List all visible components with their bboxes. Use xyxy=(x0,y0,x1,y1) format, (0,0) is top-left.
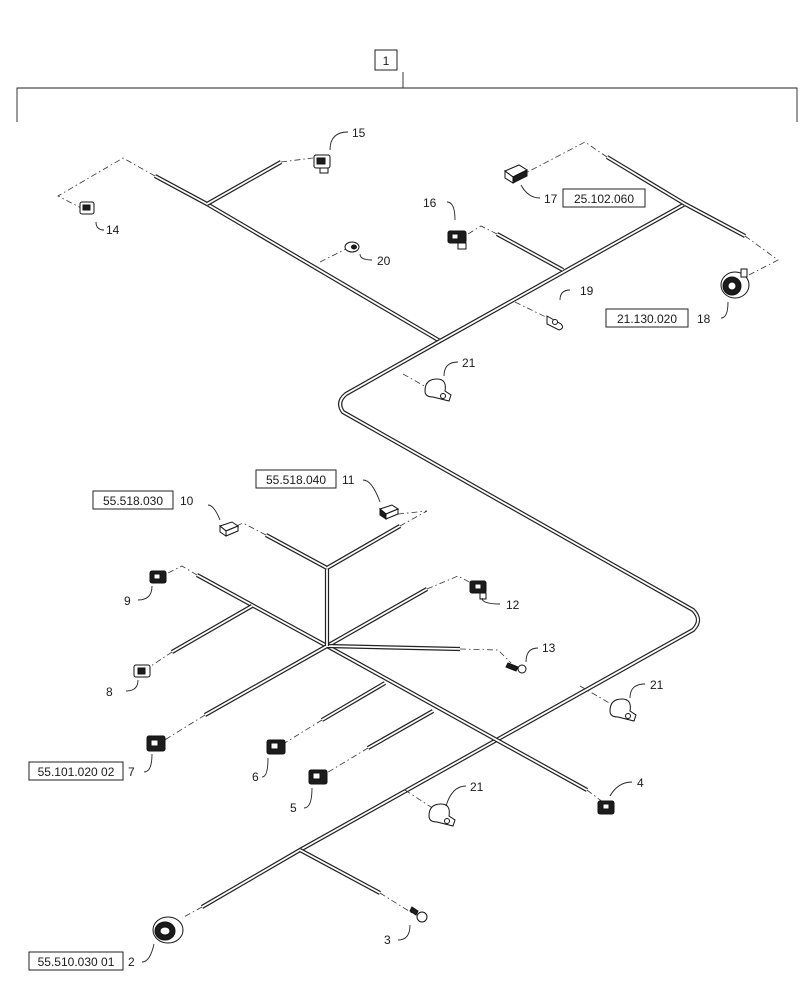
callout-18-ref-box xyxy=(605,308,689,328)
connector-7-icon xyxy=(146,735,166,752)
connector-8-icon xyxy=(133,664,151,678)
callout-2-ref: 55.510.030 01 xyxy=(38,955,115,969)
callout-16: 16 xyxy=(423,196,437,210)
ring-terminal-3-icon xyxy=(409,906,428,923)
callout-9: 9 xyxy=(124,594,131,608)
callout-10: 10 xyxy=(180,494,194,508)
callout-12: 12 xyxy=(506,598,520,612)
clip-20-icon xyxy=(344,241,360,253)
callout-7-ref: 55.101.020 02 xyxy=(38,765,115,779)
callout-labels: 14 15 16 17 25.102.060 21.130.020 18 19 … xyxy=(28,126,711,971)
callout-3: 3 xyxy=(384,933,391,947)
callout-21-upper: 21 xyxy=(462,356,476,370)
callout-17: 17 xyxy=(544,192,558,206)
harness-wires xyxy=(154,155,746,909)
connector-14-icon xyxy=(79,201,95,215)
callout-21-lower: 21 xyxy=(470,780,484,794)
assembly-bracket: 1 xyxy=(16,49,798,122)
callout-10-ref-box xyxy=(92,490,174,510)
callout-21-middle: 21 xyxy=(650,678,664,692)
round-connector-2-icon xyxy=(152,916,184,944)
callout-2: 2 xyxy=(128,955,135,969)
p-clip-21c-icon xyxy=(428,803,456,827)
harness-parts xyxy=(79,154,750,944)
callout-5: 5 xyxy=(290,801,297,815)
callout-19: 19 xyxy=(580,284,594,298)
callout-18-ref: 21.130.020 xyxy=(617,312,677,326)
callout-10-ref: 55.518.030 xyxy=(103,494,163,508)
callout-15: 15 xyxy=(352,126,366,140)
p-clip-21a-icon xyxy=(424,378,452,402)
callout-2-ref-box xyxy=(28,951,124,971)
round-connector-18-icon xyxy=(720,268,750,299)
callout-6: 6 xyxy=(252,770,259,784)
connector-12-icon xyxy=(469,580,487,600)
callout-11: 11 xyxy=(342,473,355,487)
p-clip-21b-icon xyxy=(609,698,637,722)
callout-17-ref-box xyxy=(562,188,646,208)
callout-leaders xyxy=(95,131,729,963)
clip-19-icon xyxy=(546,315,564,331)
callout-18: 18 xyxy=(697,312,711,326)
connector-16-icon xyxy=(447,230,467,250)
callout-13: 13 xyxy=(542,641,556,655)
callout-17-ref: 25.102.060 xyxy=(574,192,634,206)
callout-14: 14 xyxy=(106,223,120,237)
callout-20: 20 xyxy=(377,254,391,268)
assembly-item-number: 1 xyxy=(383,54,390,68)
callout-7-ref-box xyxy=(28,761,124,781)
callout-11-ref-box xyxy=(255,469,337,489)
cap-11-icon xyxy=(378,504,400,520)
callout-11-ref: 55.518.040 xyxy=(266,473,326,487)
cap-10-icon xyxy=(218,521,240,537)
connector-4-icon xyxy=(597,800,615,815)
connector-6-icon xyxy=(266,739,286,755)
callout-7: 7 xyxy=(128,765,135,779)
connector-15-icon xyxy=(313,154,331,174)
callout-4: 4 xyxy=(637,776,644,790)
callout-8: 8 xyxy=(106,685,113,699)
plug-17-icon xyxy=(504,164,529,184)
dash-leaders xyxy=(57,141,779,919)
connector-5-icon xyxy=(308,769,328,785)
connector-9-icon xyxy=(149,570,167,584)
ring-terminal-13-icon xyxy=(505,662,527,674)
